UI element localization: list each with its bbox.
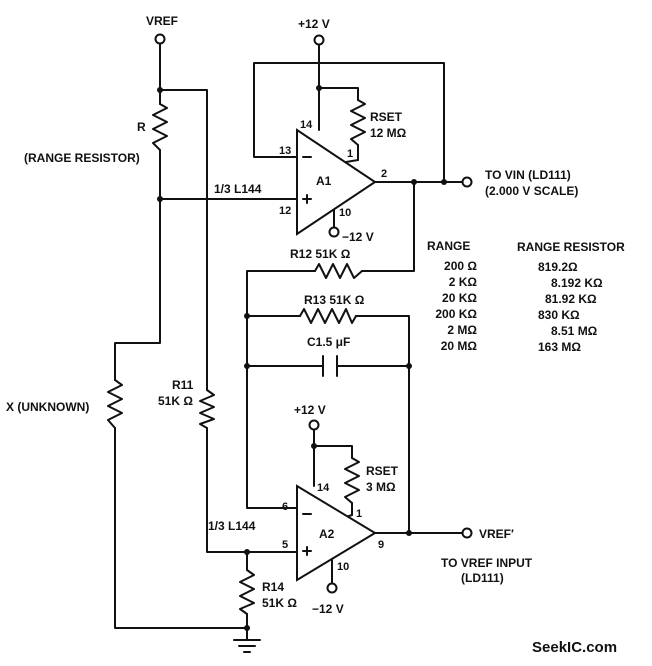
resistor-cell: 8.192 KΩ — [551, 276, 603, 290]
wires — [114, 43, 463, 641]
plus12-top-label: +12 V — [298, 17, 330, 31]
resistor-r13 — [299, 308, 357, 324]
pin-10a: 10 — [339, 207, 351, 219]
amp2-part: 1/3 L144 — [208, 519, 256, 533]
pin-9: 9 — [378, 539, 384, 551]
rset2-name: RSET — [366, 464, 399, 478]
pin-1b: 1 — [356, 508, 362, 520]
x-unknown-label: X (UNKNOWN) — [6, 400, 89, 414]
resistor-r14 — [239, 569, 255, 615]
plus12-mid-label: +12 V — [294, 403, 326, 417]
resistor-cell: 81.92 KΩ — [545, 292, 597, 306]
resistor-cell: 8.51 MΩ — [551, 324, 598, 338]
c1-label: C1.5 μF — [307, 335, 350, 349]
resistor-x-unknown — [107, 379, 123, 429]
amp2-name: A2 — [319, 527, 335, 541]
resistors — [107, 99, 366, 615]
pin-5: 5 — [282, 539, 288, 551]
range-resistor-header: RANGE RESISTOR — [517, 240, 625, 254]
resistor-cell: 830 KΩ — [538, 308, 580, 322]
r13-label: R13 51K Ω — [304, 293, 365, 307]
labels: VREF +12 V R (RANGE RESISTOR) RSET 12 MΩ… — [6, 14, 617, 656]
range-cell: 20 MΩ — [441, 339, 478, 353]
r14-value: 51K Ω — [262, 596, 297, 610]
terminals — [154, 33, 473, 594]
range-cell: 20 KΩ — [442, 291, 477, 305]
capacitor-c1 — [322, 355, 338, 377]
r12-label: R12 51K Ω — [290, 247, 351, 261]
pin-12: 12 — [279, 205, 291, 217]
rset1-value: 12 MΩ — [370, 126, 407, 140]
range-header: RANGE — [427, 239, 470, 253]
r11-name: R11 — [172, 378, 194, 392]
pin-2: 2 — [381, 168, 387, 180]
range-cell: 200 Ω — [444, 259, 477, 273]
range-cell: 2 MΩ — [447, 323, 477, 337]
amp1-part: 1/3 L144 — [214, 182, 262, 196]
op-amp-a2 — [296, 484, 377, 582]
pin-6: 6 — [282, 501, 288, 513]
range-cell: 200 KΩ — [435, 307, 477, 321]
rset1-name: RSET — [370, 110, 403, 124]
r14-name: R14 — [262, 580, 284, 594]
pin-1a: 1 — [347, 148, 353, 160]
minus12-a1: −12 V — [342, 230, 374, 244]
vref-out-label: VREF′ — [479, 527, 514, 541]
out1-line2: (2.000 V SCALE) — [485, 184, 578, 198]
resistor-rset2 — [344, 457, 360, 504]
range-cell: 2 KΩ — [449, 275, 478, 289]
amp1-name: A1 — [316, 174, 332, 188]
resistor-rset1 — [350, 99, 366, 146]
range-table: RANGE RANGE RESISTOR 200 Ω 2 KΩ 20 KΩ 20… — [427, 239, 625, 354]
pin-14b: 14 — [317, 482, 330, 494]
resistor-r11 — [199, 389, 215, 429]
rset2-value: 3 MΩ — [366, 480, 396, 494]
ground-symbol — [233, 639, 261, 653]
resistor-cell: 163 MΩ — [538, 340, 581, 354]
junctions — [157, 85, 447, 631]
pin-14a: 14 — [300, 119, 313, 131]
out1-line1: TO VIN (LD111) — [485, 168, 571, 182]
r-label: R — [137, 120, 146, 134]
op-amp-a1 — [296, 128, 377, 236]
range-resistor-note: (RANGE RESISTOR) — [24, 151, 140, 165]
resistor-r12 — [314, 263, 363, 279]
out2-line2: (LD111) — [461, 571, 504, 585]
vref-top-label: VREF — [146, 14, 178, 28]
pin-10b: 10 — [337, 561, 349, 573]
watermark: SeekIC.com — [532, 639, 617, 656]
minus12-a2: −12 V — [312, 602, 344, 616]
pin-13: 13 — [279, 145, 291, 157]
resistor-r — [152, 103, 168, 151]
r11-value: 51K Ω — [158, 394, 193, 408]
resistor-cell: 819.2Ω — [538, 260, 578, 274]
out2-line1: TO VREF INPUT — [441, 556, 533, 570]
